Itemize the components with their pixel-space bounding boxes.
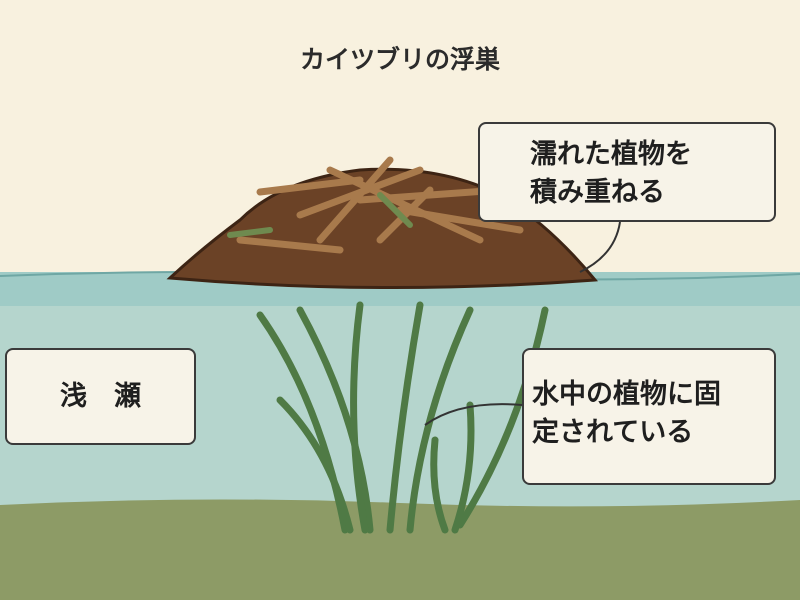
label-line: 浅 瀬 [60, 380, 141, 412]
label-shallow-water: 浅 瀬 [5, 348, 196, 445]
label-line: 濡れた植物を [530, 139, 692, 170]
label-line: 水中の植物に固 [532, 379, 721, 410]
ground [0, 499, 800, 600]
page-title: カイツブリの浮巣 [299, 45, 500, 74]
label-anchored: 水中の植物に固 定されている [522, 348, 776, 485]
label-line: 積み重ねる [530, 177, 665, 208]
underwater-plants [256, 301, 549, 534]
nest-leaves [227, 192, 413, 238]
callout-pointer-nest [579, 221, 621, 273]
label-nest-material: 濡れた植物を 積み重ねる [478, 122, 776, 222]
callout-pointer-plants [424, 403, 523, 426]
label-line: 定されている [532, 417, 694, 448]
